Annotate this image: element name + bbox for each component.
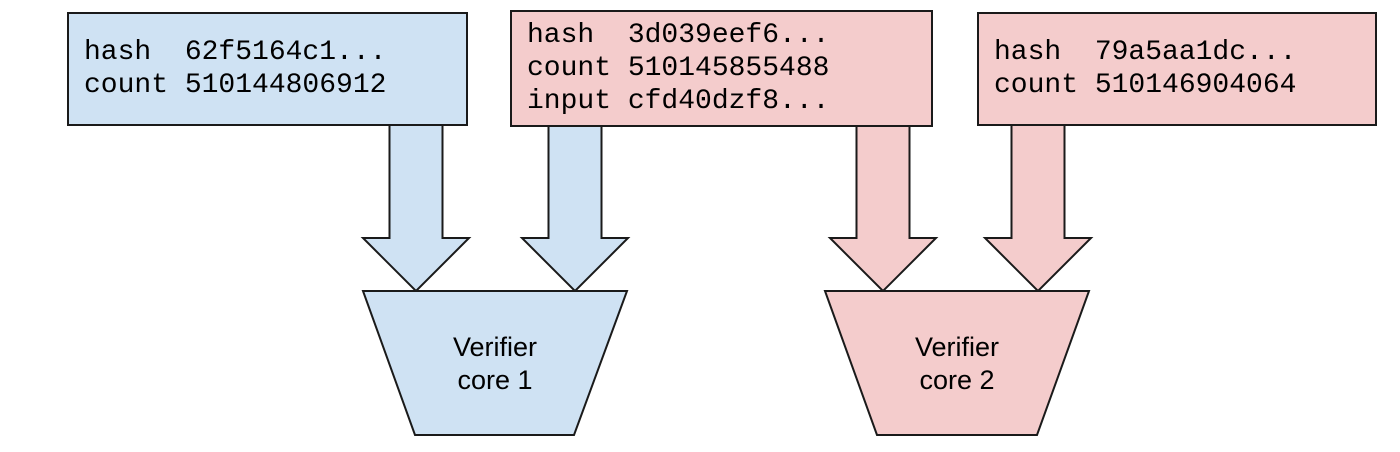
record-field: hash 79a5aa1dc... [994, 36, 1375, 69]
verifier-core-1-label: Verifier core 1 [375, 331, 615, 397]
record-field: hash 62f5164c1... [84, 36, 466, 69]
field-value: 510144806912 [184, 70, 387, 101]
verifier-core-2-trapezoid [823, 290, 1091, 436]
field-key: count [84, 70, 169, 101]
field-key: count [994, 70, 1079, 101]
verifier-label-line: Verifier [452, 332, 538, 362]
verifier-core-2-label: Verifier core 2 [837, 331, 1077, 397]
field-key: hash [84, 37, 152, 68]
field-value: cfd40dzf8... [627, 86, 830, 117]
verifier-label-line: core 1 [457, 365, 533, 395]
verifier-core-1-trapezoid [361, 290, 629, 436]
field-key: count [527, 53, 612, 84]
record-field: count 510146904064 [994, 69, 1375, 102]
record-box-3: hash 79a5aa1dc... count 510146904064 [977, 12, 1377, 126]
record-field: count 510145855488 [527, 52, 931, 85]
field-key: hash [527, 20, 595, 51]
arrow-record3-to-core2-icon [982, 124, 1094, 293]
arrow-record2-to-core2-icon [827, 124, 939, 293]
field-key: input [527, 86, 612, 117]
field-value: 3d039eef6... [627, 20, 830, 51]
field-value: 62f5164c1... [184, 37, 387, 68]
arrow-record2-to-core1-icon [519, 124, 631, 293]
record-box-2: hash 3d039eef6... count 510145855488 input… [510, 10, 933, 127]
record-field: count 510144806912 [84, 69, 466, 102]
verifier-label-line: core 2 [919, 365, 995, 395]
record-field: input cfd40dzf8... [527, 85, 931, 118]
arrow-record1-to-core1-icon [360, 124, 472, 293]
record-box-1: hash 62f5164c1... count 510144806912 [67, 12, 468, 126]
verifier-label-line: Verifier [914, 332, 1000, 362]
field-key: hash [994, 37, 1062, 68]
field-value: 79a5aa1dc... [1094, 37, 1297, 68]
field-value: 510146904064 [1094, 70, 1297, 101]
record-field: hash 3d039eef6... [527, 19, 931, 52]
field-value: 510145855488 [627, 53, 830, 84]
